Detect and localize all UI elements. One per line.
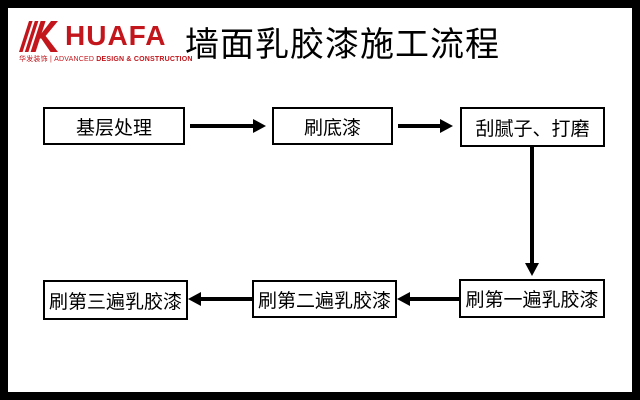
- arrow-step3-step4-head-icon: [525, 263, 539, 276]
- brand-tagline-left: 华发装饰 | ADVANCED: [19, 56, 97, 63]
- huafa-logo: HUAFA 华发装饰 | ADVANCED DESIGN & CONSTRUCT…: [18, 19, 192, 65]
- flow-node-first-latex-coat: 刷第一遍乳胶漆: [459, 279, 605, 318]
- arrow-step2-step3-head-icon: [440, 119, 453, 133]
- page-title: 墙面乳胶漆施工流程: [185, 26, 500, 64]
- arrow-step4-step5-head-icon: [397, 292, 410, 306]
- flow-node-primer-coat: 刷底漆: [272, 107, 393, 145]
- flow-node-third-latex-coat: 刷第三遍乳胶漆: [43, 280, 188, 320]
- flow-node-second-latex-coat: 刷第二遍乳胶漆: [252, 280, 397, 318]
- brand-tagline: 华发装饰 | ADVANCED DESIGN & CONSTRUCTION: [19, 55, 193, 64]
- arrow-step5-step6-head-icon: [188, 292, 201, 306]
- arrow-step2-step3-shaft: [398, 124, 441, 128]
- slide-canvas: HUAFA 华发装饰 | ADVANCED DESIGN & CONSTRUCT…: [8, 8, 632, 392]
- brand-name: HUAFA: [65, 20, 167, 51]
- arrow-step5-step6-shaft: [200, 297, 252, 301]
- arrow-step1-step2-head-icon: [253, 119, 266, 133]
- brand-tagline-bold: DESIGN & CONSTRUCTION: [96, 56, 193, 63]
- flow-node-putty-sanding: 刮腻子、打磨: [460, 107, 605, 147]
- arrow-step1-step2-shaft: [190, 124, 254, 128]
- flow-node-base-treatment: 基层处理: [43, 107, 185, 145]
- arrow-step3-step4-shaft: [530, 147, 534, 264]
- huafa-k-logo-icon: [19, 21, 58, 52]
- arrow-step4-step5-shaft: [409, 297, 459, 301]
